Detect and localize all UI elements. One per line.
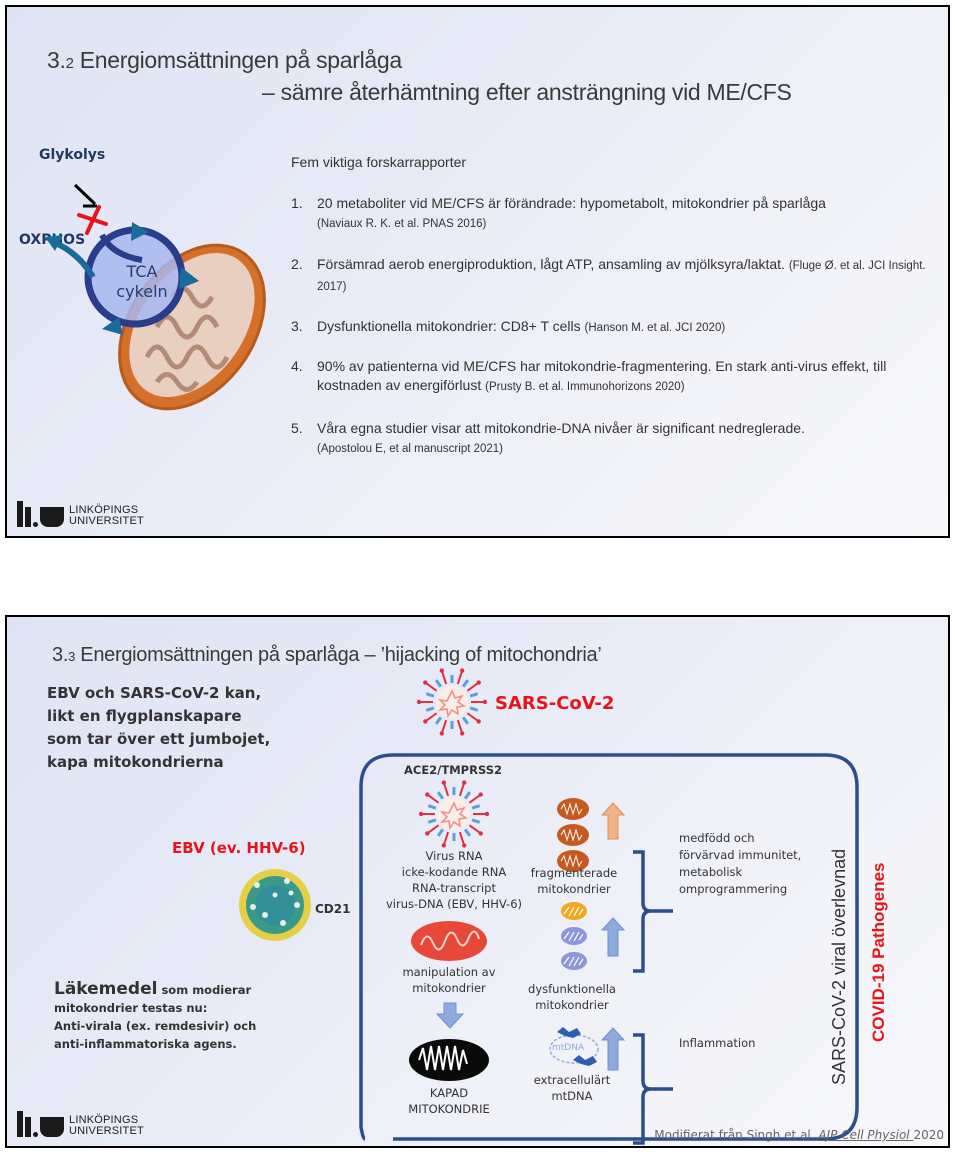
virus-spike <box>442 782 450 797</box>
dysfunctional-mitochondria-icon <box>561 902 587 970</box>
virus-spike <box>426 824 440 835</box>
sars-cov-2-virus-intracellular-icon <box>419 780 489 848</box>
list-item: 1. 20 metaboliter vid ME/CFS är förändra… <box>291 195 826 230</box>
virus-spike <box>468 824 482 835</box>
virus-spike <box>456 670 464 685</box>
glycolysis-label: Glykolys <box>39 147 106 163</box>
manipulated-mitochondrion-icon <box>411 921 487 961</box>
cycle-arrowhead-icon <box>102 317 123 335</box>
virus-spike <box>425 706 435 712</box>
virus-spike <box>471 804 481 810</box>
virus-spike <box>436 828 445 837</box>
hijacked-label: KAPAD MITOKONDRIE <box>408 1086 490 1116</box>
cycle-arrowhead-icon <box>131 222 149 241</box>
virus-spike <box>461 716 470 725</box>
virus-spike <box>456 719 464 734</box>
virus-spike <box>463 828 472 837</box>
fragmented-label: fragmenterade mitokondrier <box>530 866 618 896</box>
virus-spike <box>424 681 438 692</box>
virus-spike <box>440 719 448 734</box>
brace-lower <box>633 1033 673 1145</box>
immunity-label: medfödd och förvärvad immunitet, metabol… <box>679 831 802 896</box>
virus-spike <box>466 712 480 723</box>
ebv-label: EBV (ev. HHV-6) <box>172 839 306 857</box>
virus-spike <box>468 793 482 804</box>
intro-text: EBV och SARS-CoV-2 kan, likt en flygplan… <box>47 684 271 771</box>
tca-label: TCA cykeln <box>116 262 168 301</box>
list-heading: Fem viktiga forskarrapporter <box>291 154 467 170</box>
virus-spike <box>469 692 479 698</box>
virus-spike <box>466 681 480 692</box>
mtdna-icon <box>549 1027 599 1066</box>
cycle-arrowhead-icon <box>179 267 199 289</box>
fragmented-mitochondria-icon <box>557 798 589 872</box>
list-item: 3. Dysfunktionella mitokondrier: CD8+ T … <box>291 318 726 334</box>
liu-logo: LINKÖPINGS UNIVERSITET <box>17 501 144 527</box>
brace-upper <box>633 850 673 973</box>
oxphos-arrowhead-icon <box>45 235 63 251</box>
virus-spike <box>463 791 472 800</box>
inflammation-label: Inflammation <box>679 1036 756 1050</box>
virus-spike <box>442 831 450 846</box>
list-item: 4. 90% av patienterna vid ME/CFS har mit… <box>291 358 887 393</box>
down-arrow-icon <box>435 1002 465 1029</box>
virus-spike <box>427 804 437 810</box>
slide2-title: 3.3 Energiomsättningen på sparlåga – ’hi… <box>52 644 602 666</box>
up-arrow-blue-icon <box>601 917 625 957</box>
virus-spike <box>424 712 438 723</box>
virus-spike <box>436 791 445 800</box>
slide-energy-metabolism: 3.2 Energiomsättningen på sparlåga – säm… <box>5 5 950 538</box>
liu-logo-mark-icon <box>17 1111 64 1137</box>
liu-logo: LINKÖPINGS UNIVERSITET <box>17 1111 144 1137</box>
virus-spike <box>425 692 435 698</box>
up-arrow-orange-icon <box>601 802 625 840</box>
tca-cycle-diagram <box>45 183 266 411</box>
slide1-title-line1: 3.2 Energiomsättningen på sparlåga <box>47 47 402 73</box>
virus-spike <box>458 831 466 846</box>
virus-rna-list: Virus RNA icke-kodande RNA RNA-transcrip… <box>385 849 523 911</box>
slide-hijacking-mitochondria: 3.3 Energiomsättningen på sparlåga – ’hi… <box>5 615 950 1148</box>
hijacked-mitochondrion-icon <box>409 1039 489 1081</box>
sars-cov-2-label: SARS-CoV-2 <box>495 693 615 714</box>
liu-logo-mark-icon <box>17 501 64 527</box>
manipulation-label: manipulation av mitokondrier <box>402 965 496 995</box>
mtdna-badge: mtDNA <box>552 1043 585 1053</box>
virus-spike <box>471 818 481 824</box>
list-item: 5. Våra egna studier visar att mitokondr… <box>291 420 805 455</box>
dysfunctional-label: dysfunktionella mitokondrier <box>528 982 616 1012</box>
glycolysis-arrow-icon <box>73 183 97 208</box>
drugs-text: Läkemedel som modierar mitokondrier test… <box>54 979 257 1051</box>
sars-cov-2-virus-icon <box>417 668 487 736</box>
blocked-x-icon <box>77 205 108 235</box>
virus-spike <box>434 716 443 725</box>
virus-spike <box>434 679 443 688</box>
up-arrow-blue-icon <box>601 1027 625 1071</box>
virus-spike <box>427 818 437 824</box>
virus-spike <box>426 793 440 804</box>
receptor-label: ACE2/TMPRSS2 <box>403 763 503 777</box>
source-citation: Modifierat från Singh et al. AJP Cell Ph… <box>654 1128 944 1142</box>
tca-input-arrow <box>99 233 143 263</box>
slide1-title-line2: – sämre återhämtning efter ansträngning … <box>262 79 792 105</box>
virus-spike <box>469 706 479 712</box>
ebv-virus-icon <box>239 869 311 941</box>
virus-spike <box>461 679 470 688</box>
cell-boundary <box>359 753 859 1145</box>
vertical-pathogenesis-label: COVID-19 Pathogenes <box>869 862 888 1043</box>
vertical-survival-label: SARS-CoV-2 viral överlevnad <box>829 848 849 1085</box>
virus-spike <box>458 782 466 797</box>
cd21-label: CD21 <box>315 902 351 916</box>
virus-spike <box>440 670 448 685</box>
list-item: 2. Försämrad aerob energiproduktion, låg… <box>291 256 926 293</box>
extracellular-label: extracellulärt mtDNA <box>533 1073 611 1103</box>
